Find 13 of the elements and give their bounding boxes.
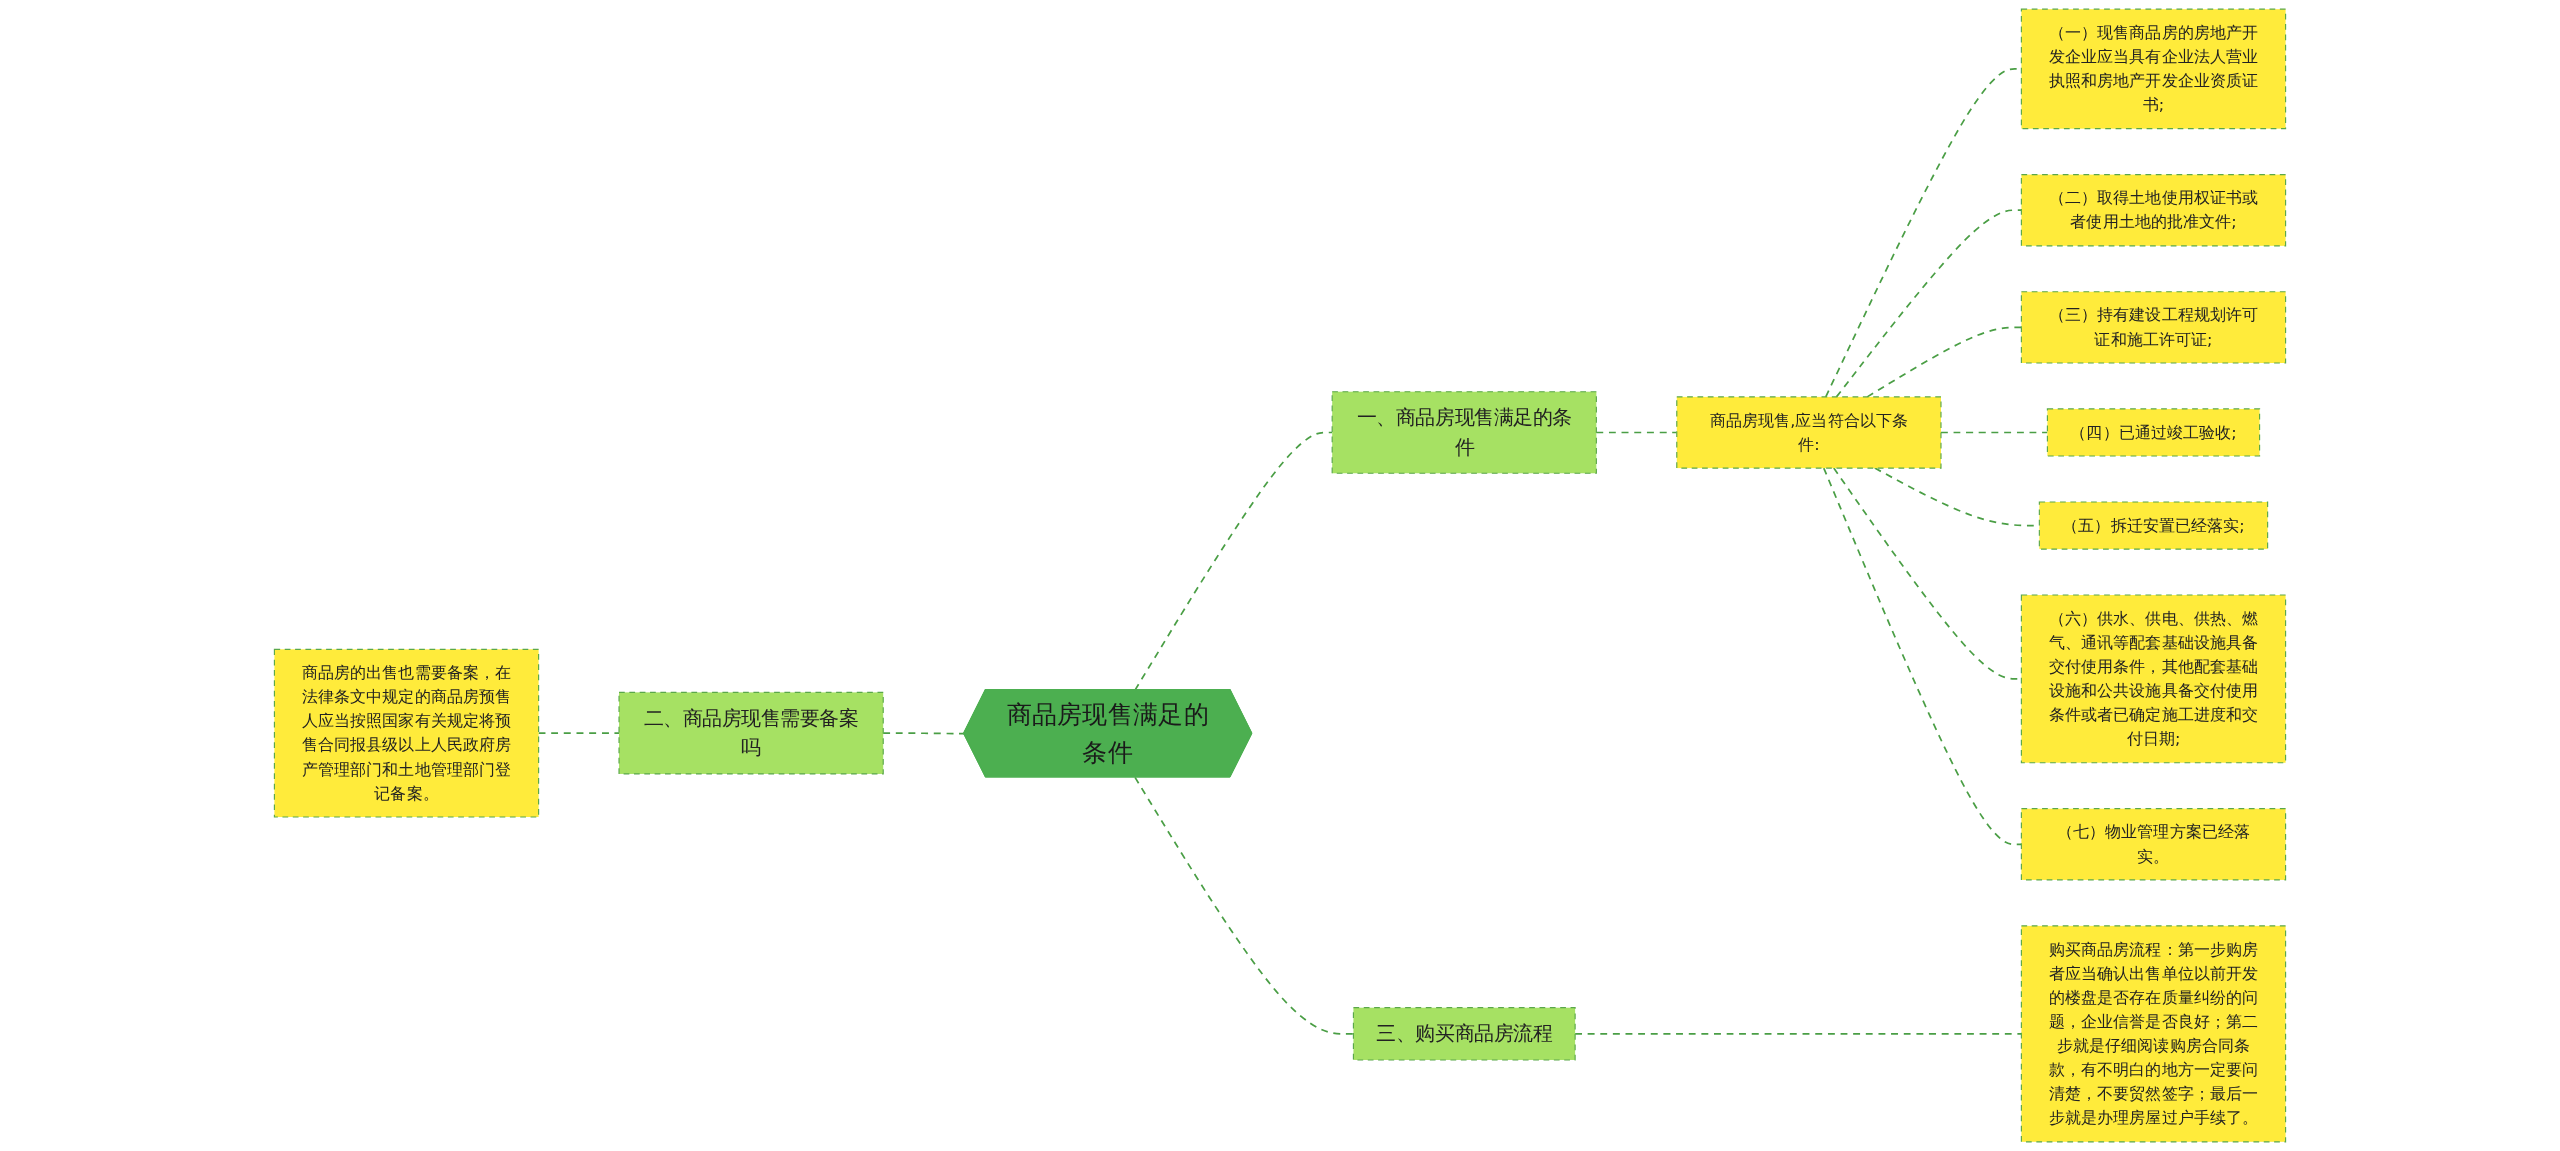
node-box: （三）持有建设工程规划许可证和施工许可证; bbox=[2020, 291, 2287, 364]
node-box: （一）现售商品房的房地产开发企业应当具有企业法人营业执照和房地产开发企业资质证书; bbox=[2020, 8, 2287, 130]
node-box: （六）供水、供电、供热、燃气、通讯等配套基础设施具备交付使用条件，其他配套基础设施和公共设施具备交付使用条件或者已确定施工进度和交付日期; bbox=[2020, 594, 2287, 764]
node-box: 三、购买商品房流程 bbox=[1352, 1007, 1576, 1061]
node-box: （七）物业管理方案已经落实。 bbox=[2020, 808, 2287, 881]
node-box: 商品房现售,应当符合以下条件: bbox=[1676, 396, 1942, 469]
node-box: 商品房的出售也需要备案，在法律条文中规定的商品房预售人应当按照国家有关规定将预售合同报县级以上人民政府房产管理部门和土地管理部门登记备案。 bbox=[273, 648, 540, 818]
node-box: 一、商品房现售满足的条件 bbox=[1331, 391, 1597, 474]
node-box: （二）取得土地使用权证书或者使用土地的批准文件; bbox=[2020, 174, 2287, 247]
node-box: 二、商品房现售需要备案吗 bbox=[618, 691, 884, 775]
node-box: 购买商品房流程：第一步购房者应当确认出售单位以前开发的楼盘是否存在质量纠纷的问题，企业信誉是否良好；第二步就是仔细阅读购房合同条款，有不明白的地方一定要问清楚，不要贸然签字；最后一步就是办理房屋过户手续了。 bbox=[2020, 925, 2287, 1143]
node-box: （四）已通过竣工验收; bbox=[2046, 408, 2261, 457]
node-box: （五）拆迁安置已经落实; bbox=[2038, 501, 2269, 550]
